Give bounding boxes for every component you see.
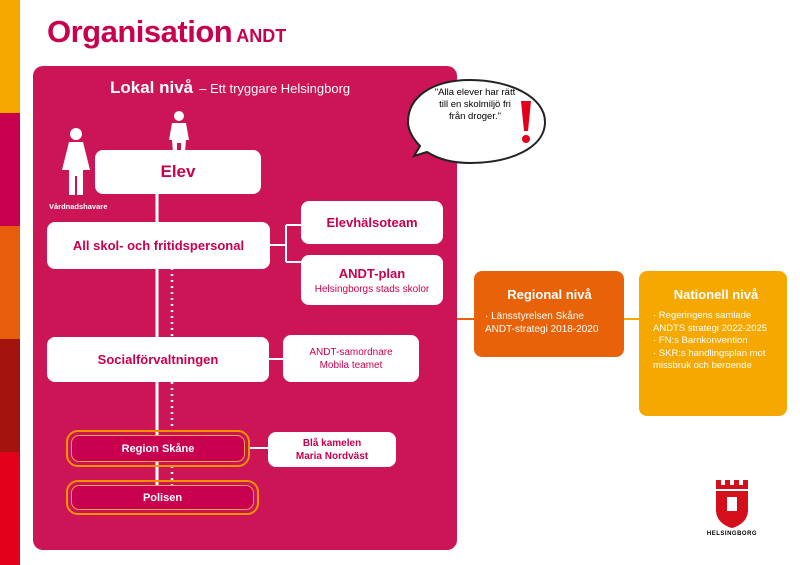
box-social-label: Socialförvaltningen bbox=[97, 352, 219, 367]
box-samordnare-line2: Mobila teamet bbox=[319, 359, 383, 371]
national-item: · SKR:s handlingsplan mot bbox=[653, 347, 766, 359]
color-strip-red bbox=[0, 452, 20, 565]
logo-text: HELSINGBORG bbox=[706, 531, 758, 537]
national-level-items: · Regeringens samlade ANDTS strategi 202… bbox=[653, 310, 779, 373]
box-andt-plan-title: ANDT-plan bbox=[338, 265, 406, 281]
regional-level-box: Regional nivå · Länsstyrelsen Skåne ANDT… bbox=[474, 271, 624, 357]
national-item: · Regeringens samlade bbox=[653, 310, 752, 321]
national-level-box: Nationell nivå · Regeringens samlade AND… bbox=[639, 271, 787, 416]
local-level-subtitle: – Ett tryggare Helsingborg bbox=[199, 81, 351, 96]
box-andt-plan: ANDT-plan Helsingborgs stads skolor bbox=[301, 255, 443, 305]
box-andt-plan-sub: Helsingborgs stads skolor bbox=[314, 283, 430, 295]
national-item: missbruk och beroende bbox=[653, 360, 752, 371]
box-polisen: Polisen bbox=[66, 480, 259, 515]
regional-item: · Länsstyrelsen Skåne bbox=[485, 311, 584, 322]
local-level-heading: Lokal nivå – Ett tryggare Helsingborg bbox=[110, 78, 350, 98]
box-kamel: Blå kamelen Maria Nordväst bbox=[268, 432, 396, 467]
national-item: · FN:s Barnkonvention bbox=[653, 335, 748, 346]
helsingborg-crest-logo bbox=[714, 478, 750, 530]
box-kamel-line2: Maria Nordväst bbox=[295, 450, 369, 462]
local-level-title: Lokal nivå bbox=[110, 78, 194, 97]
local-level-panel bbox=[33, 66, 457, 550]
box-elevhalsoteam-label: Elevhälsoteam bbox=[326, 215, 418, 230]
box-social: Socialförvaltningen bbox=[47, 337, 269, 382]
box-elev: Elev bbox=[95, 150, 261, 194]
box-region-skane-label: Region Skåne bbox=[71, 435, 245, 462]
quote-text: "Alla elever har rätt till en skolmiljö … bbox=[434, 87, 516, 122]
color-strip-magenta bbox=[0, 113, 20, 226]
box-personal: All skol- och fritidspersonal bbox=[47, 222, 270, 269]
box-samordnare: ANDT-samordnare Mobila teamet bbox=[283, 335, 419, 382]
caregiver-icon bbox=[58, 124, 96, 198]
box-polisen-label: Polisen bbox=[71, 485, 254, 510]
box-personal-label: All skol- och fritidspersonal bbox=[72, 238, 245, 253]
student-icon bbox=[165, 108, 193, 154]
color-strip-darkred bbox=[0, 339, 20, 452]
national-item: ANDTS strategi 2022-2025 bbox=[653, 322, 768, 334]
regional-item: ANDT-strategi 2018-2020 bbox=[485, 324, 599, 335]
box-region-skane: Region Skåne bbox=[66, 430, 250, 467]
page-title-sub: ANDT bbox=[236, 26, 287, 46]
regional-level-items: · Länsstyrelsen Skåne ANDT-strategi 2018… bbox=[485, 310, 614, 336]
regional-level-title: Regional nivå bbox=[507, 287, 592, 302]
color-strip-yellow bbox=[0, 0, 20, 113]
color-strip-orange bbox=[0, 226, 20, 339]
box-elev-label: Elev bbox=[160, 162, 196, 181]
box-kamel-line1: Blå kamelen bbox=[302, 437, 362, 449]
caregiver-label: Vårdnadshavare bbox=[49, 202, 108, 211]
page-title-main: Organisation bbox=[47, 14, 233, 49]
box-elevhalsoteam: Elevhälsoteam bbox=[301, 201, 443, 244]
national-level-title: Nationell nivå bbox=[673, 287, 759, 302]
box-samordnare-line1: ANDT-samordnare bbox=[309, 346, 393, 358]
